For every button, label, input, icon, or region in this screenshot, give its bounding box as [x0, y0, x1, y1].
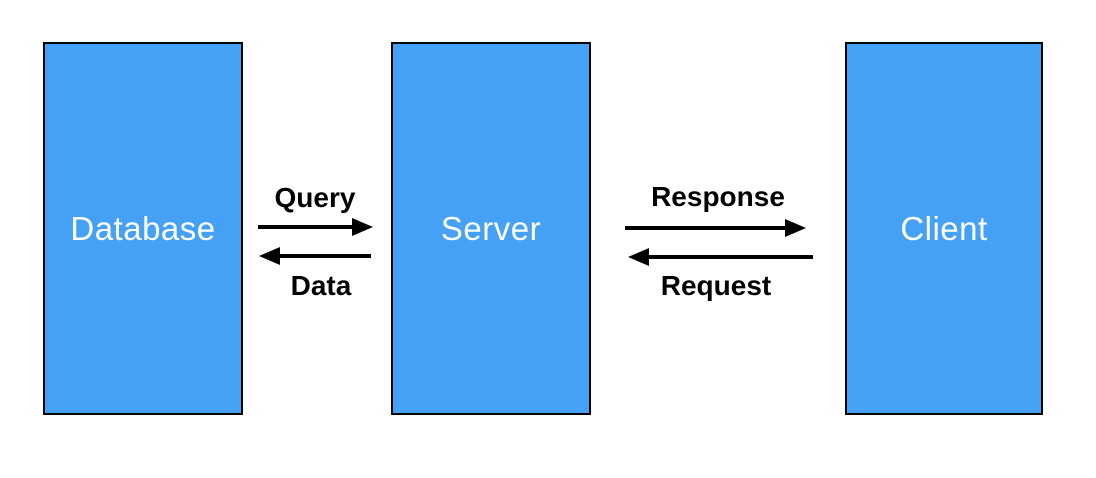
edge-query-label: Query: [274, 182, 356, 213]
node-database-label: Database: [70, 209, 216, 247]
edge-query-arrow-shaft: [258, 225, 353, 229]
node-database: Database: [43, 42, 243, 415]
edge-response-label: Response: [651, 181, 785, 212]
node-server-label: Server: [440, 209, 542, 247]
edge-data-label: Data: [290, 270, 352, 301]
edge-response-arrow-shaft: [625, 226, 785, 230]
edge-request-arrow-shaft: [649, 255, 813, 259]
node-server: Server: [391, 42, 591, 415]
node-client-label: Client: [900, 209, 988, 247]
edge-request-label: Request: [660, 270, 772, 301]
edge-data-arrow-shaft: [280, 254, 371, 258]
node-client: Client: [845, 42, 1043, 415]
edge-data-arrowhead-left-icon: [259, 247, 280, 265]
edge-query-arrowhead-right-icon: [352, 218, 373, 236]
edge-request-arrowhead-left-icon: [628, 248, 649, 266]
edge-response-arrowhead-right-icon: [785, 219, 806, 237]
